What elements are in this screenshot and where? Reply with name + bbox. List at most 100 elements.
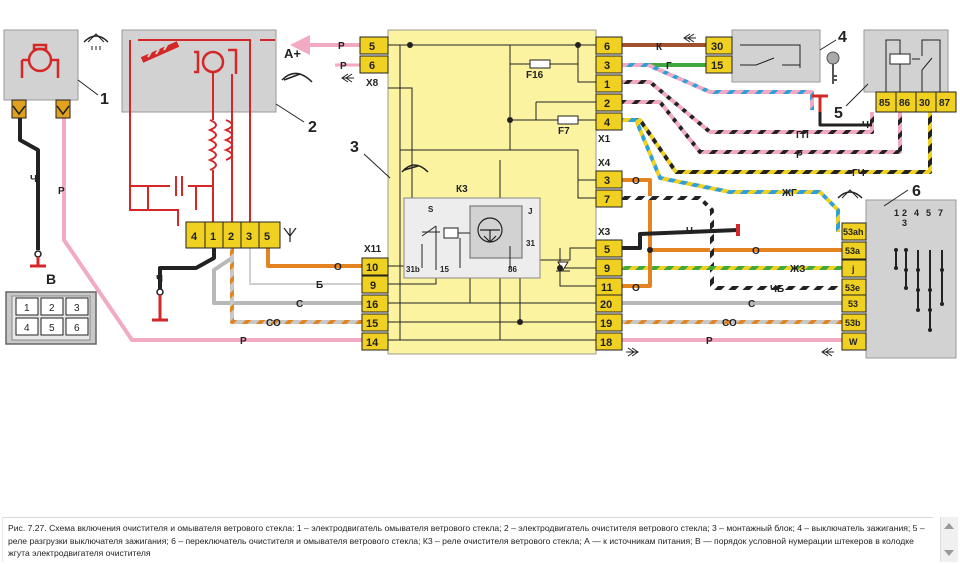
connector-x1-label: X1 [598, 134, 611, 145]
svg-text:4: 4 [604, 117, 611, 129]
wires [18, 35, 932, 342]
svg-text:Ч: Ч [156, 274, 163, 285]
connector-x11: X11 10 9 16 15 14 [361, 244, 389, 351]
svg-text:3: 3 [604, 60, 610, 72]
connector-x11-label: X11 [364, 244, 382, 255]
svg-text:1: 1 [894, 208, 899, 218]
mounting-block: F16 F7 К3 S J 31 31b 15 86 [387, 29, 597, 355]
svg-text:Г: Г [666, 61, 672, 72]
ground-symbol-relay [812, 94, 828, 112]
caption-scrollbar[interactable] [940, 517, 958, 562]
label-column-switch-number: 6 [912, 183, 921, 200]
junctions [407, 42, 653, 325]
svg-text:Р: Р [796, 150, 803, 161]
svg-text:j: j [851, 264, 855, 274]
svg-text:15: 15 [366, 318, 378, 330]
svg-text:1: 1 [604, 79, 610, 91]
fuse-f16: F16 [526, 70, 544, 81]
svg-text:18: 18 [600, 337, 612, 349]
svg-text:86: 86 [899, 98, 911, 109]
svg-text:2: 2 [49, 303, 55, 314]
svg-text:5: 5 [604, 244, 610, 256]
svg-text:4: 4 [24, 323, 30, 334]
svg-text:ГП: ГП [796, 130, 809, 141]
wire-zhg [622, 118, 840, 232]
svg-text:53: 53 [848, 299, 858, 309]
figure-caption: Рис. 7.27. Схема включения очистителя и … [8, 523, 925, 558]
svg-text:К: К [656, 42, 663, 53]
svg-text:16: 16 [366, 299, 378, 311]
wire-washer-black [18, 118, 40, 250]
svg-text:15: 15 [711, 60, 723, 72]
ground-symbol-left [30, 250, 46, 268]
svg-text:Р: Р [338, 41, 345, 52]
scroll-up-icon[interactable] [944, 523, 954, 529]
svg-text:10: 10 [366, 262, 378, 274]
svg-text:ЖЗ: ЖЗ [789, 264, 805, 275]
svg-text:20: 20 [600, 299, 612, 311]
relay-j: J [528, 207, 532, 216]
wiper-pin-1: 1 [210, 231, 216, 243]
fuse-f7: F7 [558, 126, 570, 137]
svg-text:85: 85 [879, 98, 891, 109]
wiring-diagram: 1 4 1 2 3 5 2 [3, 29, 957, 359]
connector-bottom-right: 20 19 18 [595, 294, 639, 357]
svg-text:Р: Р [706, 336, 713, 347]
ignition-switch: 30 15 [683, 29, 821, 83]
label-relay-number: 5 [834, 105, 843, 122]
wire-so-15 [230, 248, 362, 324]
svg-text:53e: 53e [845, 283, 860, 293]
svg-text:19: 19 [600, 318, 612, 330]
connector-x1: 6 3 1 2 4 X1 [595, 36, 623, 145]
svg-text:7: 7 [938, 208, 943, 218]
svg-text:Ч: Ч [862, 120, 869, 131]
svg-text:СО: СО [722, 318, 737, 329]
svg-text:О: О [632, 283, 640, 294]
svg-text:14: 14 [366, 337, 379, 349]
svg-text:3: 3 [902, 218, 907, 228]
svg-text:W: W [849, 337, 858, 347]
svg-text:5: 5 [926, 208, 931, 218]
ground-symbol-bottom [152, 288, 168, 322]
relay-k3-label: К3 [456, 184, 468, 195]
svg-text:4: 4 [914, 208, 919, 218]
caption-panel: Рис. 7.27. Схема включения очистителя и … [2, 517, 933, 562]
label-mounting-block-number: 3 [350, 139, 359, 156]
connector-x3: X3 5 9 11 [595, 227, 623, 296]
svg-text:87: 87 [939, 98, 951, 109]
svg-text:30: 30 [919, 98, 931, 109]
svg-text:3: 3 [74, 303, 80, 314]
svg-text:11: 11 [601, 282, 613, 294]
svg-text:Ч: Ч [30, 174, 37, 185]
connector-x4-label: X4 [598, 158, 611, 169]
svg-text:ЧБ: ЧБ [770, 284, 784, 295]
svg-text:ЖГ: ЖГ [781, 188, 797, 199]
connector-x8-label: X8 [366, 78, 379, 89]
svg-text:Ч: Ч [686, 226, 693, 237]
washer-icon-right [837, 189, 863, 199]
wiper-motor: 4 1 2 3 5 [121, 29, 281, 249]
svg-text:5: 5 [369, 41, 375, 53]
unloading-relay: 85 86 30 87 [863, 29, 957, 113]
column-switch: 1 2 4 5 7 3 53ah 53a j 53e 53 53b W [821, 199, 957, 359]
connector-x8: 5 6 X8 [341, 36, 389, 89]
svg-text:6: 6 [74, 323, 80, 334]
wiper-pin-4: 4 [191, 231, 198, 243]
svg-text:Р: Р [58, 186, 65, 197]
svg-text:О: О [752, 246, 760, 257]
label-ignition-switch-number: 4 [838, 29, 847, 46]
scroll-down-icon[interactable] [944, 550, 954, 556]
wire-s-16 [212, 248, 362, 305]
wire-black-ground [158, 248, 216, 290]
plug-b: В 1 2 3 4 5 6 [5, 271, 97, 345]
svg-text:53a: 53a [845, 246, 861, 256]
svg-text:С: С [296, 299, 303, 310]
svg-text:1: 1 [24, 303, 30, 314]
svg-text:5: 5 [49, 323, 55, 334]
svg-text:9: 9 [370, 280, 376, 292]
wire-labels: Ч Р Ч Р Р О Б С СО Р К Г ГП Ч Р ГЧ ЖГ О … [30, 41, 869, 347]
wire-b-9-inner [249, 248, 362, 285]
wire-x3-11-orange [622, 250, 652, 288]
wire-x1-4 [622, 112, 932, 174]
wiper-pin-2: 2 [228, 231, 234, 243]
